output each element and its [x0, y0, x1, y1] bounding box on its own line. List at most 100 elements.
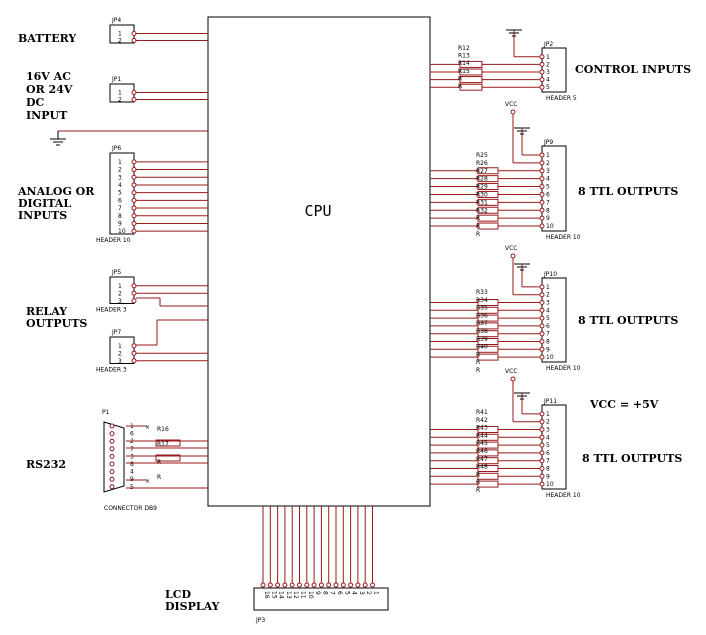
jp9-pin-label: 6: [546, 191, 550, 198]
jp11-pin-dot: [539, 427, 545, 432]
jp5-pin-dot: [131, 283, 137, 289]
jp5-header-box: [109, 276, 135, 304]
jp6-pin-dot: [131, 159, 137, 165]
jp9-pin-dot: [539, 223, 545, 229]
jp2-r-label: R: [458, 83, 462, 90]
jp2-r-label: R15: [458, 68, 470, 75]
jp4-pin-dot: [131, 38, 137, 43]
jp9-pin-label: 2: [546, 160, 550, 167]
p1-pin-label: 7: [130, 446, 134, 453]
jp11-pin-dot: [539, 411, 545, 417]
jp2-pin-dot: [539, 69, 545, 75]
jp11-pin-label: 9: [546, 473, 550, 480]
power-label-line2: OR 24V: [26, 83, 73, 96]
jp9-ground-icon: [514, 127, 530, 135]
jp9-vcc-label: VCC: [505, 101, 517, 108]
jp6-pin-dot: [131, 197, 137, 203]
jp9-vcc-icon: [510, 109, 516, 115]
jp11-pin-dot: [539, 442, 545, 448]
jp10-r-label: R: [476, 359, 480, 366]
jp11-pin-dot: [539, 434, 545, 440]
jp9-name: JP9: [543, 139, 553, 146]
relay-label-line2: OUTPUTS: [26, 317, 87, 330]
jp11-resistor: [477, 426, 499, 433]
jp9-resistor: [477, 222, 499, 230]
jp6-type: HEADER 10: [96, 237, 131, 244]
jp11-pin-dot: [539, 466, 545, 471]
jp9-r-label: R27: [476, 168, 488, 175]
jp7-header-box: [109, 336, 135, 364]
jp3-pin-label: 2: [365, 591, 372, 595]
jp2-pin-dot: [539, 54, 545, 60]
db9-pin-dot: [109, 476, 115, 482]
jp10-name: JP10: [543, 271, 557, 278]
jp6-pin-label: 3: [118, 174, 122, 181]
jp4-pin-dot: [131, 31, 137, 36]
jp10-resistor: [477, 299, 499, 306]
jp6-pin-dot: [131, 190, 137, 196]
ttl-outputs-label-2: 8 TTL OUTPUTS: [578, 314, 678, 327]
jp10-pin-dot: [539, 292, 545, 298]
jp2-ground-icon: [506, 29, 522, 37]
jp5-pin-label: 3: [118, 298, 122, 305]
jp9-r-label: R25: [476, 152, 488, 159]
jp1-pin-label: 1: [118, 90, 122, 97]
jp3-pin-dot: [333, 582, 339, 588]
jp5-type: HEADER 3: [96, 307, 127, 314]
jp9-pin-label: 7: [546, 199, 550, 206]
jp10-r-label: R33: [476, 289, 488, 296]
ttl-outputs-label-1: 8 TTL OUTPUTS: [578, 185, 678, 198]
jp3-pin-label: 10: [307, 591, 314, 599]
jp5-pin-dot: [131, 290, 137, 296]
jp3-pin-label: 7: [329, 591, 336, 595]
db9-pin-dot: [109, 484, 115, 490]
jp10-r-label: R: [476, 351, 480, 358]
rs232-label: RS232: [26, 458, 66, 471]
jp11-resistor: [477, 480, 499, 488]
jp7-pin-label: 2: [118, 350, 122, 357]
jp9-pin-dot: [539, 160, 545, 166]
jp10-r-label: R39: [476, 336, 488, 343]
db9-pin-dot: [109, 438, 115, 444]
jp1-name: JP1: [111, 76, 121, 83]
jp9-resistor: [477, 167, 499, 175]
jp11-r-label: R47: [476, 456, 488, 463]
jp11-resistor: [477, 449, 499, 457]
p1-nc-icon: ×: [145, 424, 150, 431]
db9-pin-dot: [109, 446, 115, 452]
jp11-r-label: R41: [476, 409, 488, 416]
jp10-resistor: [477, 314, 499, 322]
jp2-pin-label: 5: [546, 84, 550, 91]
jp9-resistor: [477, 175, 499, 183]
jp3-pin-label: 9: [314, 591, 321, 595]
jp9-r-label: R: [476, 215, 480, 222]
jp9-resistor: [477, 206, 499, 214]
jp11-pin-label: 7: [546, 458, 550, 465]
jp10-header-box: [541, 277, 567, 363]
jp5-pin-label: 2: [118, 290, 122, 297]
jp11-pin-dot: [539, 481, 545, 487]
lcd-label-line2: DISPLAY: [165, 600, 220, 613]
jp2-pin-dot: [539, 84, 545, 90]
jp10-r-label: R35: [476, 305, 488, 312]
jp9-pin-label: 1: [546, 152, 550, 159]
jp7-pin-dot: [131, 350, 137, 356]
jp11-r-label: R: [476, 479, 480, 486]
jp9-r-label: R32: [476, 207, 488, 214]
jp10-resistor: [477, 353, 499, 361]
jp11-header-box: [541, 404, 567, 490]
jp10-pin-dot: [539, 307, 545, 313]
jp3-pin-label: 1: [373, 591, 380, 595]
jp10-pin-label: 4: [546, 307, 550, 314]
jp6-pin-label: 8: [118, 213, 122, 220]
jp10-resistor: [477, 322, 499, 330]
jp3-name: JP3: [255, 617, 265, 624]
jp6-pin-dot: [131, 182, 137, 188]
jp2-resistor: [459, 68, 483, 76]
jp6-pin-dot: [131, 220, 137, 226]
jp1-pin-label: 2: [118, 97, 122, 104]
db9-pin-dot: [109, 453, 115, 459]
power-label-line4: INPUT: [26, 109, 68, 122]
jp6-pin-label: 4: [118, 182, 122, 189]
jp7-pin-label: 3: [118, 358, 122, 365]
